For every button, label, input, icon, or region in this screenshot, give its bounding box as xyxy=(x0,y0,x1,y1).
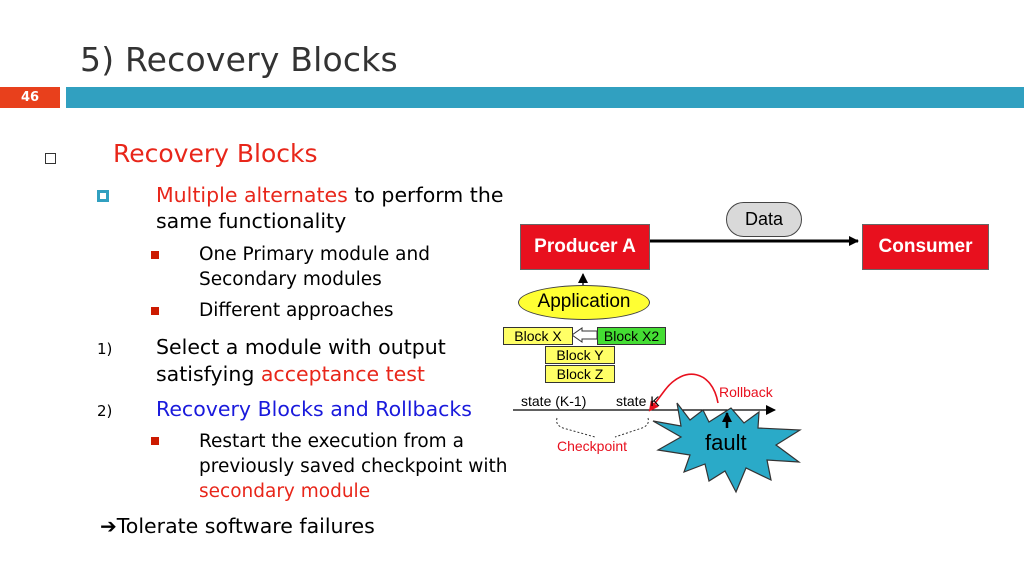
block-x2-to-block-x-arrow xyxy=(571,327,598,343)
item-primary-module-line1: One Primary module and xyxy=(199,244,430,265)
checkpoint-line-right xyxy=(614,417,649,438)
step1-satisfying: satisfying xyxy=(156,362,261,386)
state-k-label: state K xyxy=(616,393,660,409)
heading-recovery-blocks: Recovery Blocks xyxy=(113,139,318,168)
state-k-1-label: state (K-1) xyxy=(521,393,587,409)
acceptance-test-label: acceptance test xyxy=(260,362,425,386)
header-accent-bar xyxy=(66,87,1024,108)
conclusion-text: Tolerate software failures xyxy=(116,514,375,538)
block-z-box: Block Z xyxy=(545,365,615,383)
data-bubble: Data xyxy=(726,202,802,237)
step2-item-line2: previously saved checkpoint with xyxy=(199,456,508,477)
fault-label: fault xyxy=(705,430,747,455)
multiple-alternates-label: Multiple alternates xyxy=(156,183,348,207)
consumer-box: Consumer xyxy=(862,224,989,270)
number-marker-2: 2) xyxy=(97,402,113,420)
secondary-module-label: secondary module xyxy=(199,481,371,502)
slide-title: 5) Recovery Blocks xyxy=(80,40,398,79)
checkpoint-label: Checkpoint xyxy=(557,438,628,454)
rollback-label: Rollback xyxy=(719,384,773,400)
red-square-bullet-icon xyxy=(151,437,159,445)
block-x-box: Block X xyxy=(503,327,573,345)
step1-line1: Select a module with output xyxy=(156,335,446,359)
bullet-multiple-alternates-line2: same functionality xyxy=(156,209,347,233)
red-square-bullet-icon xyxy=(151,251,159,259)
checkpoint-line-left xyxy=(556,417,596,438)
producer-a-box: Producer A xyxy=(520,224,650,270)
item-different-approaches: Different approaches xyxy=(199,300,394,321)
block-y-box: Block Y xyxy=(545,346,615,364)
blue-square-bullet-icon xyxy=(97,190,109,202)
fault-starburst xyxy=(652,402,802,494)
red-square-bullet-icon xyxy=(151,307,159,315)
application-ellipse: Application xyxy=(518,285,650,320)
slide-number: 46 xyxy=(0,87,60,108)
open-square-bullet-icon xyxy=(45,153,56,164)
rollback-arrow xyxy=(648,373,719,412)
conclusion-line: ➔Tolerate software failures xyxy=(100,513,375,539)
right-arrow-icon: ➔ xyxy=(100,514,117,538)
block-x2-box: Block X2 xyxy=(597,327,666,345)
multiple-alternates-rest: to perform the xyxy=(347,183,504,207)
item-primary-module-line2: Secondary modules xyxy=(199,269,382,290)
step2-recovery-blocks-rollbacks: Recovery Blocks and Rollbacks xyxy=(156,397,472,421)
step2-item-line1: Restart the execution from a xyxy=(199,431,464,452)
bullet-multiple-alternates: Multiple alternates to perform the xyxy=(156,182,503,208)
number-marker-1: 1) xyxy=(97,340,113,358)
step1-line2: satisfying acceptance test xyxy=(156,361,425,387)
